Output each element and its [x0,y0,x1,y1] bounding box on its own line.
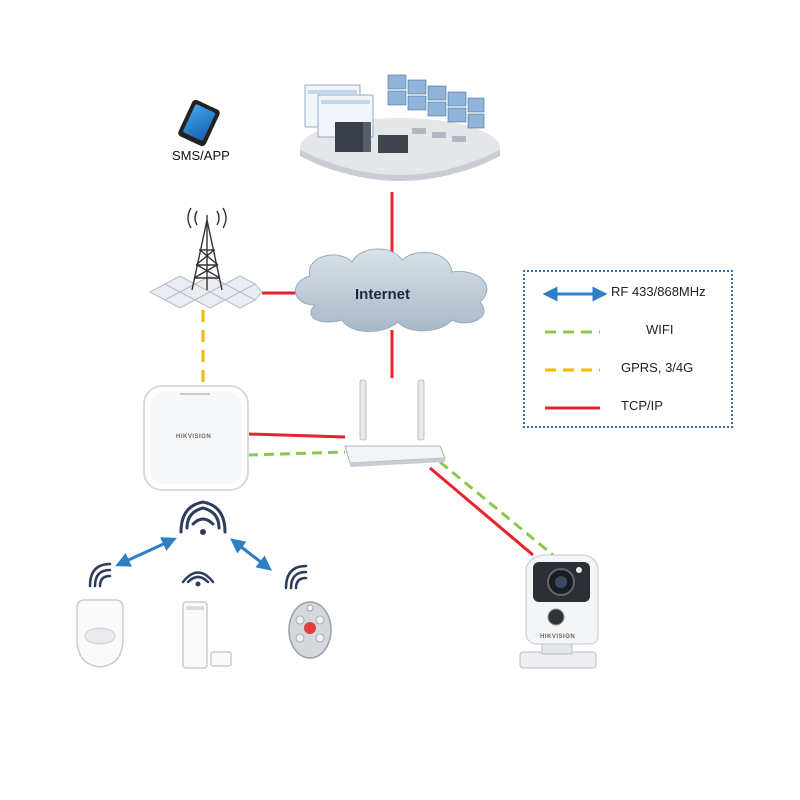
legend-wifi-label: WIFI [646,322,674,337]
legend-tcpip-label: TCP/IP [621,398,663,413]
wifi-link-router-camera [439,460,554,557]
wifi-link-panel-router [247,450,346,457]
camera-brand-logo: HIKVISION [540,634,575,640]
pir-wifi-icon [88,562,112,588]
legend [523,270,733,428]
wifi-router-icon [344,379,446,467]
sms-app-label: SMS/APP [172,148,230,163]
keyfob-wifi-icon [284,564,308,590]
internet-label: Internet [355,286,411,303]
rf-arrow-left [115,537,177,567]
monitoring-center-icon [300,74,500,181]
contact-wifi-icon [181,571,215,587]
rf-arrow-right [230,538,272,571]
legend-rf-label: RF 433/868MHz [611,284,706,299]
key-fob-icon [288,601,332,659]
alarm-control-panel-icon: HIKVISION [143,385,249,491]
door-contact-icon [182,601,232,669]
ip-camera-icon: HIKVISION [519,554,599,669]
tcpip-link-router-camera [429,466,534,557]
tcpip-link-panel-router [247,432,346,439]
wireless-signal-icon [179,500,227,535]
internet-cloud-icon [294,248,488,333]
pir-detector-icon [76,599,124,668]
smartphone-icon [178,99,220,147]
legend-gprs-label: GPRS, 3/4G [621,360,694,375]
panel-brand-logo: HIKVISION [176,434,211,440]
cell-tower-icon [148,207,263,309]
